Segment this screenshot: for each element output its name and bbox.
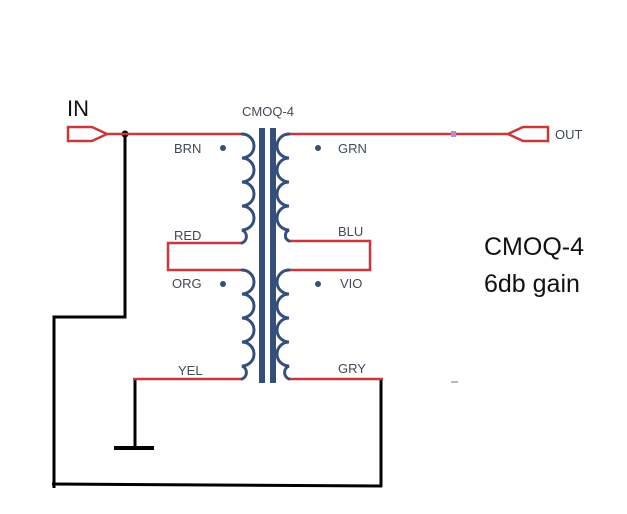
- secondary-upper-coil: [275, 132, 291, 243]
- in-label: IN: [67, 96, 89, 121]
- polarity-dots: [220, 145, 321, 287]
- primary-lower-coil: [240, 268, 256, 381]
- polarity-dot-brn: [220, 145, 226, 151]
- pin-label-yel: YEL: [178, 363, 203, 378]
- output-connector-icon: [505, 125, 550, 143]
- pin-label-blu: BLU: [338, 224, 363, 239]
- input-connector-icon: [66, 125, 110, 143]
- core-bar-right: [270, 128, 276, 383]
- polarity-dot-grn: [315, 145, 321, 151]
- pin-label-grn: GRN: [338, 141, 367, 156]
- blu-vio-jumper: [289, 239, 372, 272]
- out-label: OUT: [555, 127, 583, 142]
- pin-label-vio: VIO: [340, 276, 362, 291]
- secondary-lower-coil: [275, 268, 291, 381]
- pin-label-org: ORG: [172, 276, 202, 291]
- pin-label-gry: GRY: [338, 361, 366, 376]
- polarity-dot-org: [220, 281, 226, 287]
- transformer: [240, 132, 291, 381]
- wire-marker: [451, 131, 456, 137]
- note-gain: 6db gain: [484, 270, 580, 298]
- bottom-return-wire: [51, 482, 383, 488]
- core-bar-left: [259, 128, 265, 383]
- primary-upper-coil: [240, 132, 256, 245]
- transformer-name-label: CMOQ-4: [242, 104, 294, 119]
- red-org-jumper: [166, 241, 242, 272]
- signal-wiring: [107, 132, 508, 381]
- pin-label-red: RED: [174, 228, 201, 243]
- polarity-dot-vio: [315, 281, 321, 287]
- input-return-wire: [52, 134, 127, 488]
- pin-label-brn: BRN: [174, 141, 201, 156]
- note-model: CMOQ-4: [484, 233, 584, 261]
- transformer-core: [259, 128, 276, 383]
- ground-wiring: [51, 134, 383, 488]
